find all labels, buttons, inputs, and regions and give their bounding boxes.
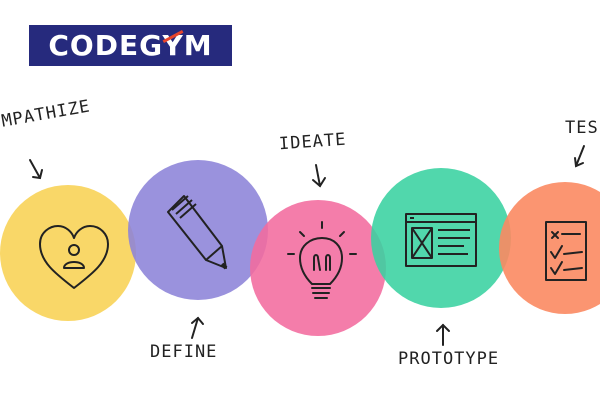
arrow-prototype	[436, 323, 450, 346]
stage-circle-define	[128, 160, 268, 300]
stage-label-prototype: PROTOTYPE	[398, 349, 500, 369]
stage-circle-test	[499, 182, 600, 314]
arrow-define	[191, 316, 204, 339]
heart-person-icon	[39, 225, 109, 289]
pencil-icon	[167, 195, 228, 270]
logo-text: CODEGYM	[48, 29, 213, 62]
stage-circle-ideate	[250, 200, 386, 336]
stage-label-define: DEFINE	[150, 342, 218, 362]
checklist-icon	[545, 221, 587, 281]
arrow-ideate	[312, 164, 326, 188]
codegym-logo: CODEGYM	[29, 25, 232, 66]
stage-circle-empathize	[0, 185, 136, 321]
wireframe-icon	[405, 213, 477, 267]
lightbulb-icon	[287, 221, 357, 299]
arrow-empathize	[29, 159, 43, 180]
stage-label-test: TES	[565, 118, 599, 138]
arrow-test	[574, 145, 585, 168]
